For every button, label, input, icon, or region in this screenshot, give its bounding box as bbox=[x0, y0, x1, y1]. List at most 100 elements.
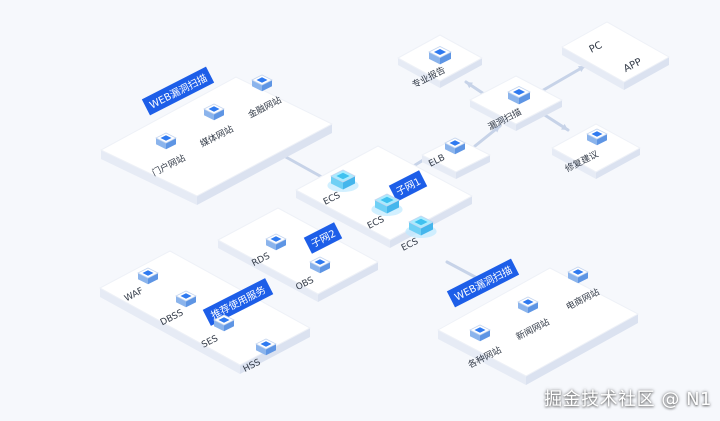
scanner-icon-right bbox=[519, 92, 530, 105]
web-scan-bottom-platform-top-face bbox=[436, 267, 640, 377]
subnet1-ecs-icon-1-left bbox=[331, 176, 343, 190]
report-icon-right bbox=[440, 52, 451, 65]
web-scan-top-icon-1-right bbox=[262, 80, 272, 92]
report-icon-emblem bbox=[433, 48, 447, 56]
advice-icon-left bbox=[587, 134, 597, 146]
web-scan-bottom-platform-right-face bbox=[526, 314, 638, 385]
report-icon bbox=[428, 46, 452, 65]
rds-icon-right bbox=[276, 239, 286, 251]
web-scan-top-icon-1 bbox=[251, 74, 273, 92]
advice-icon-emblem bbox=[591, 131, 603, 137]
subnet1-ecs-icon-1-right bbox=[343, 176, 355, 190]
subnet1-ecs-icon-1-emblem bbox=[336, 172, 350, 180]
subnet1-ecs-icon-2-right bbox=[387, 200, 399, 214]
connector-scanner-to-report-head bbox=[466, 82, 473, 89]
connector-scanner-to-advice-head bbox=[561, 123, 568, 130]
subnet2-platform-left-face bbox=[218, 240, 318, 302]
rds-icon bbox=[265, 233, 287, 251]
web-scan-bottom-icon-2-right bbox=[528, 302, 538, 314]
obs-icon-emblem bbox=[314, 259, 326, 265]
scanner-icon-left bbox=[508, 92, 519, 105]
recommended-icon-1-right bbox=[148, 273, 158, 285]
subnet1-banner-bg bbox=[388, 170, 428, 202]
client-label-pc: PC bbox=[588, 40, 605, 56]
subnet1-ecs-icon-2-emblem bbox=[380, 196, 394, 204]
advice-platform-right-face bbox=[596, 148, 640, 179]
clients-platform-top-face bbox=[560, 21, 671, 83]
obs-icon-left bbox=[310, 262, 320, 274]
clients-platform-right-face bbox=[624, 57, 669, 90]
web-scan-top-icon-3-right bbox=[166, 138, 176, 150]
web-scan-top-platform bbox=[99, 76, 334, 205]
rds-icon-emblem bbox=[270, 236, 282, 242]
advice-platform bbox=[550, 123, 642, 179]
web-scan-bottom-icon-3 bbox=[469, 324, 491, 342]
web-scan-top-platform-right-face bbox=[197, 124, 332, 205]
advice-platform-left-face bbox=[552, 148, 596, 179]
recommended-icon-2-left bbox=[176, 296, 186, 308]
connector-elb-to-scanner-head bbox=[493, 126, 500, 133]
report-platform-left-face bbox=[398, 58, 440, 88]
recommended-banner-bg bbox=[202, 278, 274, 326]
connector-scanner-to-clients-head bbox=[578, 66, 585, 72]
advice-icon bbox=[586, 128, 608, 146]
obs-icon bbox=[309, 256, 331, 274]
recommended-icon-2 bbox=[175, 290, 197, 308]
recommended-icon-1 bbox=[137, 267, 159, 285]
web-scan-bottom-icon-2 bbox=[517, 296, 539, 314]
web-scan-top-icon-1-emblem bbox=[256, 77, 268, 83]
web-scan-bottom-icon-3-emblem bbox=[474, 327, 486, 333]
elb-icon-right bbox=[455, 143, 465, 155]
elb-platform bbox=[420, 137, 492, 179]
recommended-icon-3-right bbox=[224, 320, 234, 332]
recommended-icon-3-left bbox=[214, 320, 224, 332]
web-scan-top-icon-2-emblem bbox=[208, 106, 220, 112]
scanner-platform bbox=[468, 75, 564, 131]
web-scan-bottom-icon-3-right bbox=[480, 330, 490, 342]
recommended-icon-2-emblem bbox=[180, 293, 192, 299]
elb-icon-left bbox=[445, 143, 455, 155]
web-scan-top-icon-1-left bbox=[252, 80, 262, 92]
web-scan-top-platform-left-face bbox=[101, 150, 197, 205]
subnet1-ecs-icon-3 bbox=[405, 215, 437, 239]
rds-icon-left bbox=[266, 239, 276, 251]
subnet2-platform-top-face bbox=[216, 207, 380, 295]
elb-platform-left-face bbox=[422, 155, 456, 179]
subnet2-banner-bg bbox=[303, 222, 343, 254]
web-scan-top-icon-2-left bbox=[204, 109, 214, 121]
subnet1-platform-top-face bbox=[294, 145, 474, 241]
web-scan-top-platform-top-face bbox=[99, 76, 334, 197]
subnet1-platform-left-face bbox=[296, 190, 390, 248]
scanner-platform-right-face bbox=[516, 100, 562, 131]
subnet1-ecs-icon-3-right bbox=[421, 222, 433, 236]
obs-icon-right bbox=[320, 262, 330, 274]
subnet1-ecs-icon-2-left bbox=[375, 200, 387, 214]
web-scan-bottom-icon-1-emblem bbox=[572, 269, 584, 275]
recommended-icon-3-emblem bbox=[218, 317, 230, 323]
report-icon-left bbox=[429, 52, 440, 65]
web-scan-top-icon-2-right bbox=[214, 109, 224, 121]
web-scan-bottom-icon-2-emblem bbox=[522, 299, 534, 305]
subnet2-platform-right-face bbox=[318, 262, 378, 302]
recommended-icon-4-left bbox=[256, 344, 266, 356]
web-scan-bottom-banner-bg bbox=[446, 258, 520, 308]
recommended-icon-4-right bbox=[266, 344, 276, 356]
recommended-icon-3 bbox=[213, 314, 235, 332]
web-scan-bottom-icon-1-left bbox=[568, 272, 578, 284]
elb-platform-right-face bbox=[456, 155, 490, 179]
subnet1-ecs-icon-3-emblem bbox=[414, 218, 428, 226]
web-scan-top-icon-3-left bbox=[156, 138, 166, 150]
subnet1-ecs-icon-3-left bbox=[409, 222, 421, 236]
subnet2-platform bbox=[216, 207, 380, 302]
recommended-icon-2-right bbox=[186, 296, 196, 308]
elb-platform-top-face bbox=[420, 137, 492, 173]
recommended-platform-left-face bbox=[100, 288, 240, 374]
subnet1-ecs-icon-1 bbox=[327, 169, 359, 193]
recommended-icon-1-emblem bbox=[142, 270, 154, 276]
recommended-platform-right-face bbox=[240, 328, 310, 374]
watermark: 掘金技术社区 @ N1 bbox=[544, 389, 712, 410]
advice-icon-right bbox=[597, 134, 607, 146]
web-scan-bottom-icon-1 bbox=[567, 266, 589, 284]
elb-icon-emblem bbox=[449, 140, 461, 146]
